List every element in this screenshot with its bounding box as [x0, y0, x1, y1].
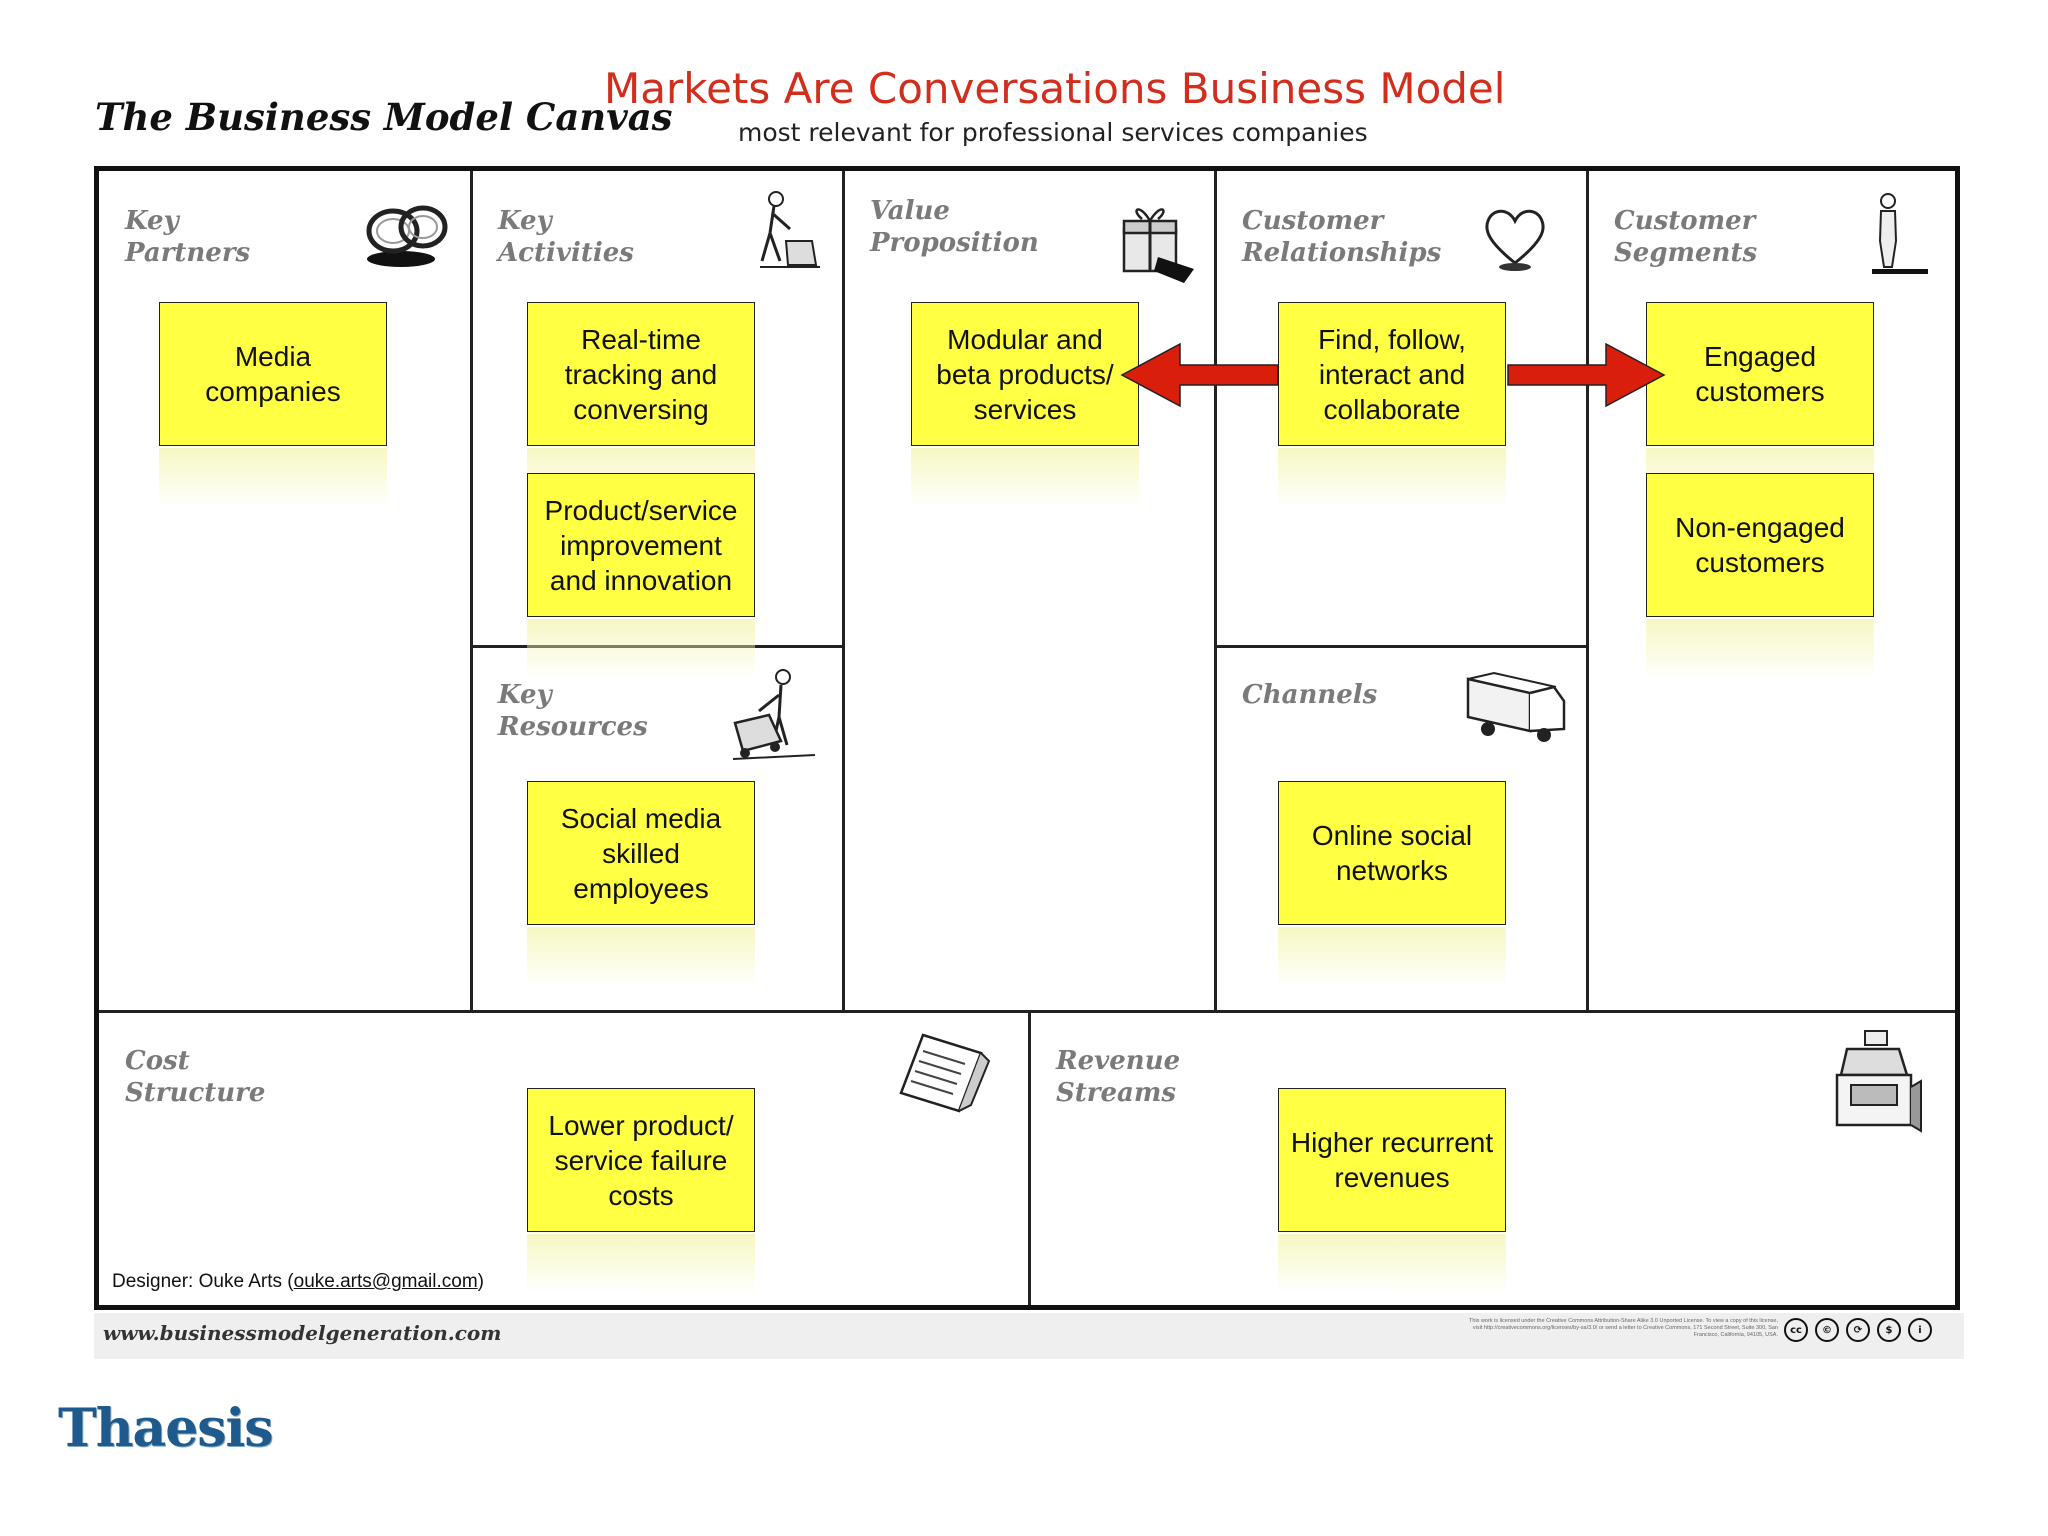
note-reflection: [1646, 619, 1874, 679]
share-alike-icon: ⟳: [1846, 1318, 1870, 1342]
license-text: This work is licensed under the Creative…: [1469, 1318, 1778, 1338]
note-reflection: [1278, 927, 1506, 987]
arrow-left: [1120, 342, 1279, 408]
cash-register-icon: [1835, 1030, 1922, 1133]
note-media-companies: Media companies: [159, 302, 387, 446]
standing-person-icon: [1872, 193, 1928, 274]
arrow-right: [1507, 342, 1666, 408]
copyright-icon: ©: [1815, 1318, 1839, 1342]
gift-box-icon: [1122, 208, 1194, 283]
note-realtime-tracking: Real-time tracking and conversing: [527, 302, 755, 446]
note-engaged-customers: Engaged customers: [1646, 302, 1874, 446]
note-reflection: [527, 927, 755, 987]
linked-rings-icon: [366, 205, 448, 267]
note-reflection: [527, 1234, 755, 1294]
non-commercial-icon: $: [1877, 1318, 1901, 1342]
note-modular-beta: Modular and beta products/ services: [911, 302, 1139, 446]
footer-band: [94, 1313, 1964, 1359]
worker-machine-icon: [732, 669, 816, 760]
canvas-title: The Business Model Canvas: [95, 95, 673, 139]
note-reflection: [159, 448, 387, 508]
note-reflection: [1278, 448, 1506, 508]
heart-icon: [1485, 209, 1545, 271]
footer-url[interactable]: www.businessmodelgeneration.com: [103, 1321, 502, 1345]
note-find-follow: Find, follow, interact and collaborate: [1278, 302, 1506, 446]
cc-icon: cc: [1784, 1318, 1808, 1342]
main-title: Markets Are Conversations Business Model: [604, 64, 1506, 113]
cc-license-icons: cc © ⟳ $ i: [1784, 1318, 1932, 1342]
subtitle: most relevant for professional services …: [738, 118, 1368, 147]
attribution-icon: i: [1908, 1318, 1932, 1342]
worker-pushing-icon: [760, 191, 820, 268]
note-reflection: [1278, 1234, 1506, 1294]
note-reflection: [527, 619, 755, 679]
note-higher-revenues: Higher recurrent revenues: [1278, 1088, 1506, 1232]
designer-email-link[interactable]: ouke.arts@gmail.com: [293, 1271, 478, 1292]
note-social-media-employees: Social media skilled employees: [527, 781, 755, 925]
delivery-truck-icon: [1466, 671, 1566, 742]
channels-label: Channels: [1242, 680, 1378, 710]
note-non-engaged-customers: Non-engaged customers: [1646, 473, 1874, 617]
note-reflection: [911, 448, 1139, 508]
note-online-social: Online social networks: [1278, 781, 1506, 925]
note-lower-failure-costs: Lower product/ service failure costs: [527, 1088, 755, 1232]
thaesis-logo: Thaesis: [58, 1398, 274, 1459]
designer-credit: Designer: Ouke Arts (ouke.arts@gmail.com…: [112, 1271, 484, 1292]
note-product-improvement: Product/service improvement and innovati…: [527, 473, 755, 617]
paper-bill-icon: [899, 1033, 991, 1113]
